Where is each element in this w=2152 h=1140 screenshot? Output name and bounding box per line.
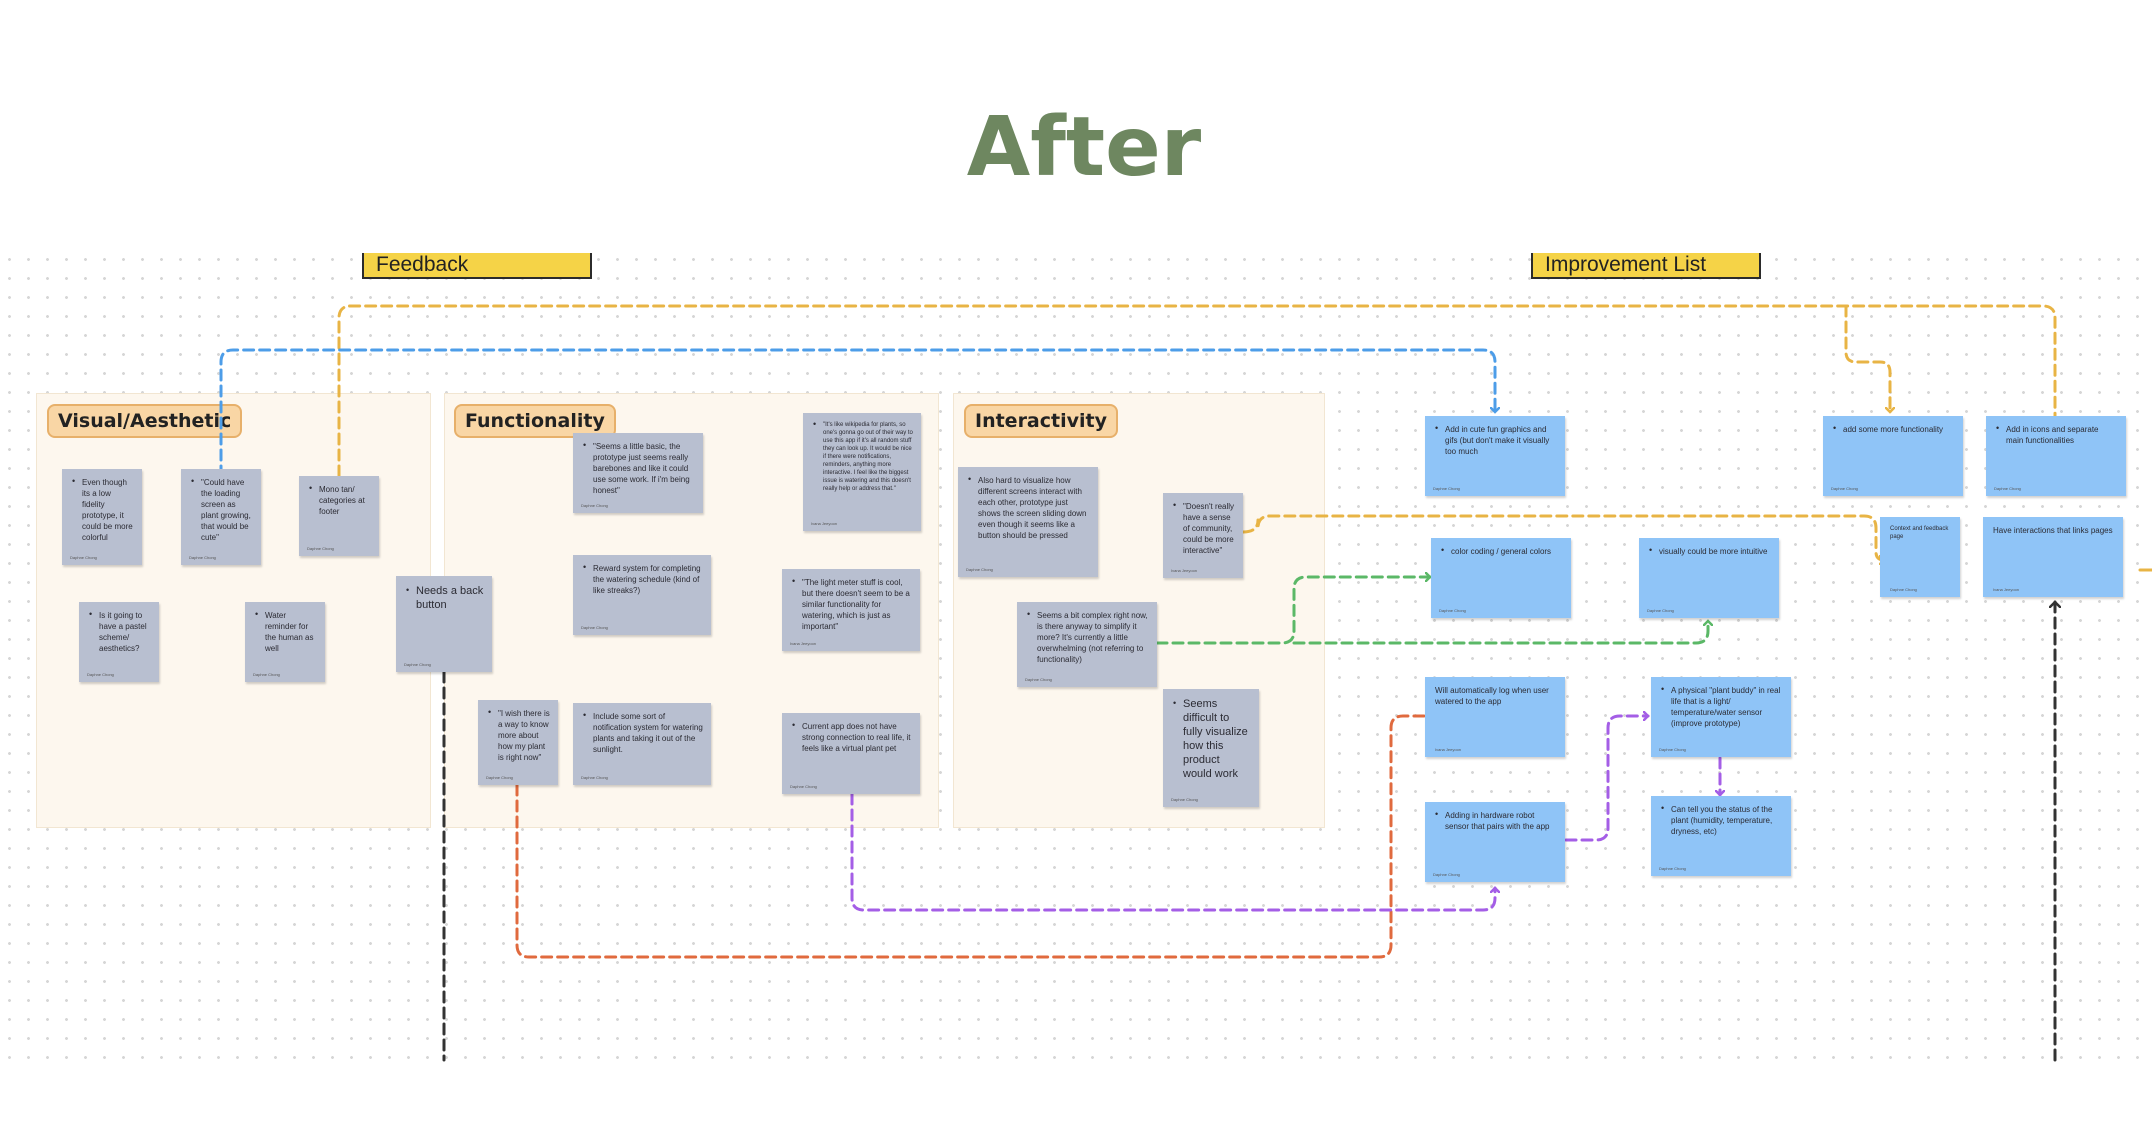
sticky-note[interactable]: Include some sort of notification system… [573, 703, 711, 785]
sticky-note[interactable]: Water reminder for the human as well Dap… [245, 602, 325, 682]
sticky-note[interactable]: A physical "plant buddy" in real life th… [1651, 677, 1791, 757]
note-author: Daphne Chong [1433, 872, 1460, 877]
note-text: visually could be more intuitive [1659, 547, 1768, 556]
note-text: Can tell you the status of the plant (hu… [1671, 805, 1773, 836]
note-author: Daphne Chong [1831, 486, 1858, 491]
note-text: Water reminder for the human as well [265, 611, 314, 653]
visual-aesthetic-label: Visual/Aesthetic [47, 404, 243, 438]
note-author: Daphne Chong [253, 672, 280, 677]
note-author: Daphne Chong [70, 555, 97, 560]
note-author: Daphne Chong [1433, 486, 1460, 491]
sticky-note[interactable]: Seems a bit complex right now, is there … [1017, 602, 1157, 687]
note-text: "I wish there is a way to know more abou… [498, 709, 550, 762]
note-author: Daphne Chong [790, 784, 817, 789]
note-text: "The light meter stuff is cool, but ther… [802, 578, 910, 631]
note-author: Ivana Jeeyoon [1435, 747, 1462, 752]
sticky-note[interactable]: Is it going to have a pastel scheme/ aes… [79, 602, 159, 682]
sticky-note[interactable]: "Could have the loading screen as plant … [181, 469, 261, 565]
note-author: Ivana Jeeyoon [1171, 568, 1198, 573]
note-text: Have interactions that links pages [1993, 526, 2113, 535]
sticky-note[interactable]: Reward system for completing the waterin… [573, 555, 711, 635]
note-author: Daphne Chong [1025, 677, 1052, 682]
sticky-note[interactable]: Needs a back button Daphne Chong [396, 576, 492, 672]
sticky-note[interactable]: Can tell you the status of the plant (hu… [1651, 796, 1791, 876]
sticky-note[interactable]: "Seems a little basic, the prototype jus… [573, 433, 703, 513]
sticky-note[interactable]: "I wish there is a way to know more abou… [478, 700, 558, 785]
feedback-header: Feedback [362, 253, 592, 279]
sticky-note[interactable]: Adding in hardware robot sensor that pai… [1425, 802, 1565, 882]
note-author: Daphne Chong [1890, 587, 1917, 592]
sticky-note[interactable]: color coding / general colors Daphne Cho… [1431, 538, 1571, 618]
note-text: A physical "plant buddy" in real life th… [1671, 686, 1781, 728]
note-author: Daphne Chong [1647, 608, 1674, 613]
note-author: Daphne Chong [1659, 747, 1686, 752]
note-author: Daphne Chong [581, 503, 608, 508]
note-text: Add in cute fun graphics and gifs (but d… [1445, 425, 1550, 456]
note-text: Will automatically log when user watered… [1435, 686, 1549, 706]
sticky-note[interactable]: Will automatically log when user watered… [1425, 677, 1565, 757]
note-text: Include some sort of notification system… [593, 712, 703, 754]
sticky-note[interactable]: "Doesn't really have a sense of communit… [1163, 493, 1243, 578]
sticky-note[interactable]: Even though its a low fidelity prototype… [62, 469, 142, 565]
note-author: Daphne Chong [486, 775, 513, 780]
note-author: Daphne Chong [581, 775, 608, 780]
sticky-note[interactable]: Mono tan/ categories at footer Daphne Ch… [299, 476, 379, 556]
note-author: Daphne Chong [307, 546, 334, 551]
sticky-note[interactable]: Context and feedback page Daphne Chong [1880, 517, 1960, 597]
note-text: Also hard to visualize how different scr… [978, 476, 1087, 540]
note-text: "Seems a little basic, the prototype jus… [593, 442, 690, 495]
note-author: Daphne Chong [1171, 797, 1198, 802]
improvement-list-header: Improvement List [1531, 253, 1761, 279]
note-text: Seems difficult to fully visualize how t… [1183, 698, 1248, 780]
note-text: Seems a bit complex right now, is there … [1037, 611, 1148, 664]
sticky-note[interactable]: Seems difficult to fully visualize how t… [1163, 689, 1259, 807]
note-text: Even though its a low fidelity prototype… [82, 478, 133, 542]
note-text: Add in icons and separate main functiona… [2006, 425, 2099, 445]
sticky-note[interactable]: Add in cute fun graphics and gifs (but d… [1425, 416, 1565, 496]
sticky-note[interactable]: "The light meter stuff is cool, but ther… [782, 569, 920, 651]
note-author: Daphne Chong [189, 555, 216, 560]
note-text: Context and feedback page [1890, 526, 1949, 540]
note-text: color coding / general colors [1451, 547, 1552, 556]
note-author: Daphne Chong [87, 672, 114, 677]
note-text: Is it going to have a pastel scheme/ aes… [99, 611, 147, 653]
note-text: "Doesn't really have a sense of communit… [1183, 502, 1235, 555]
note-text: add some more functionality [1843, 425, 1944, 434]
sticky-note[interactable]: Also hard to visualize how different scr… [958, 467, 1098, 577]
sticky-note[interactable]: Add in icons and separate main functiona… [1986, 416, 2126, 496]
sticky-note[interactable]: Have interactions that links pages Ivana… [1983, 517, 2123, 597]
note-author: Daphne Chong [1994, 486, 2021, 491]
note-author: Daphne Chong [966, 567, 993, 572]
page-title: After [966, 100, 1202, 195]
note-author: Daphne Chong [1659, 866, 1686, 871]
note-text: Needs a back button [416, 585, 484, 611]
note-text: "It's like wikipedia for plants, so one'… [823, 422, 913, 492]
sticky-note[interactable]: add some more functionality Daphne Chong [1823, 416, 1963, 496]
note-author: Ivana Jeeyoon [1993, 587, 2020, 592]
note-text: Mono tan/ categories at footer [319, 485, 365, 516]
note-author: Daphne Chong [404, 662, 431, 667]
note-author: Ivana Jeeyoon [811, 521, 838, 526]
note-author: Daphne Chong [1439, 608, 1466, 613]
note-author: Ivana Jeeyoon [790, 641, 817, 646]
sticky-note[interactable]: "It's like wikipedia for plants, so one'… [803, 413, 921, 531]
sticky-note[interactable]: visually could be more intuitive Daphne … [1639, 538, 1779, 618]
note-text: Reward system for completing the waterin… [593, 564, 701, 595]
note-text: Current app does not have strong connect… [802, 722, 911, 753]
sticky-note[interactable]: Current app does not have strong connect… [782, 713, 920, 794]
note-author: Daphne Chong [581, 625, 608, 630]
note-text: Adding in hardware robot sensor that pai… [1445, 811, 1550, 831]
note-text: "Could have the loading screen as plant … [201, 478, 251, 542]
interactivity-label: Interactivity [964, 404, 1118, 438]
